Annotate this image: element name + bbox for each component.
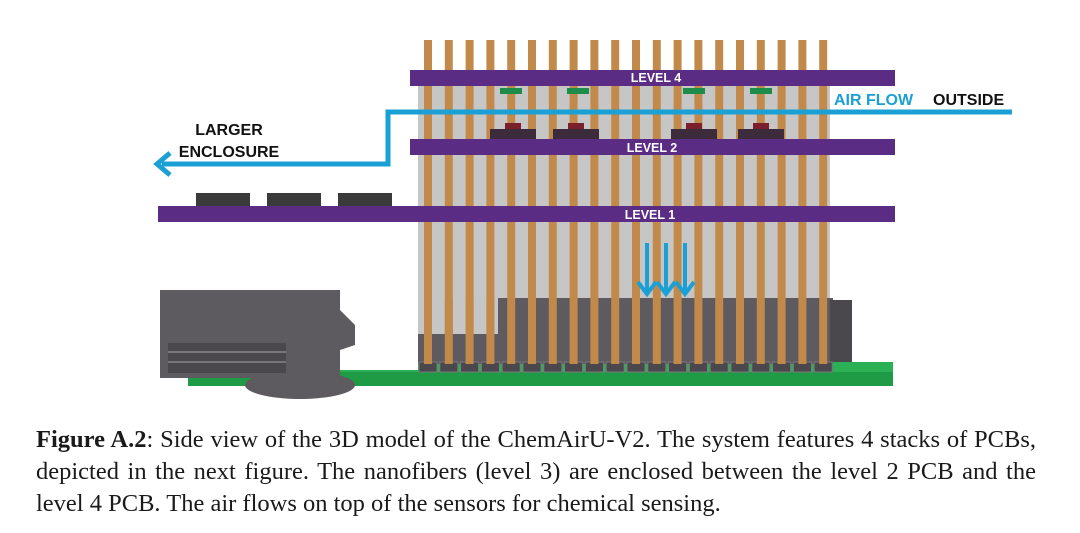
- caption-prefix: Figure A.2: [36, 426, 147, 453]
- outside-label: OUTSIDE: [933, 92, 1004, 109]
- header-pin-lower: [673, 298, 682, 364]
- pcb-level-1: [158, 206, 895, 222]
- header-pin: [548, 40, 557, 365]
- air-flow-arrowhead-left: [153, 151, 172, 177]
- larger-label: LARGER: [195, 122, 263, 139]
- header-pin-lower: [424, 298, 432, 364]
- header-pin: [590, 40, 599, 365]
- header-pin: [673, 40, 682, 365]
- header-pin-lower: [548, 298, 557, 364]
- header-pin-lower: [652, 298, 661, 364]
- header-pin-lower: [590, 298, 599, 364]
- header-pin: [424, 40, 432, 365]
- header-pin: [756, 40, 765, 365]
- downward-air-arrows: [636, 243, 696, 298]
- header-pin: [465, 40, 474, 365]
- header-pin: [694, 40, 703, 365]
- header-pin: [528, 40, 536, 365]
- header-pin: [736, 40, 744, 365]
- enclosure-label: ENCLOSURE: [179, 144, 280, 161]
- header-pin: [777, 40, 786, 365]
- green-sensors: [500, 88, 772, 94]
- caption-text: : Side view of the 3D model of the ChemA…: [36, 426, 1037, 517]
- header-pin-lower: [756, 298, 765, 364]
- header-pin: [715, 40, 724, 365]
- pcb-level-4: [410, 70, 895, 86]
- header-pin: [819, 40, 828, 365]
- header-pin-array: [424, 40, 828, 365]
- header-pin-lower: [694, 298, 703, 364]
- header-pin: [611, 40, 620, 365]
- header-pin-lower-segments: [424, 298, 828, 364]
- header-pin-lower: [507, 298, 516, 364]
- level-1-label: LEVEL 1: [625, 208, 676, 222]
- header-pin-lower: [486, 298, 495, 364]
- chip-3: [338, 193, 392, 206]
- gray-enclosure-left: [160, 290, 355, 399]
- pcb-level-2: [410, 139, 895, 155]
- chip-1: [196, 193, 250, 206]
- header-pin-lower: [611, 298, 620, 364]
- red-sensors: [490, 123, 784, 139]
- header-pin-lower: [569, 298, 578, 364]
- chip-2: [267, 193, 321, 206]
- header-pin-lower: [444, 298, 453, 364]
- header-pin-lower: [715, 298, 724, 364]
- header-pin-lower: [465, 298, 474, 364]
- header-pin: [486, 40, 495, 365]
- header-pin: [569, 40, 578, 365]
- chemairu-side-view-diagram: LEVEL 1 LEVEL 2 LEVEL 4 AIR FLOW OUTSIDE…: [153, 40, 1012, 399]
- header-pin: [798, 40, 807, 365]
- header-pin-lower: [798, 298, 807, 364]
- base-green-board: [188, 370, 893, 386]
- header-pin: [632, 40, 640, 365]
- air-flow-label: AIR FLOW: [834, 92, 914, 109]
- level-4-label: LEVEL 4: [631, 71, 682, 85]
- header-pin: [507, 40, 516, 365]
- header-pin-lower: [819, 298, 828, 364]
- header-pin-lower: [777, 298, 786, 364]
- figure-caption: Figure A.2: Side view of the 3D model of…: [36, 424, 1036, 520]
- level-2-label: LEVEL 2: [627, 141, 678, 155]
- header-pin-lower: [528, 298, 536, 364]
- header-pin-lower: [632, 298, 640, 364]
- header-pin: [652, 40, 661, 365]
- header-pin: [444, 40, 453, 365]
- header-pin-lower: [736, 298, 744, 364]
- air-flow-path: [162, 109, 1012, 167]
